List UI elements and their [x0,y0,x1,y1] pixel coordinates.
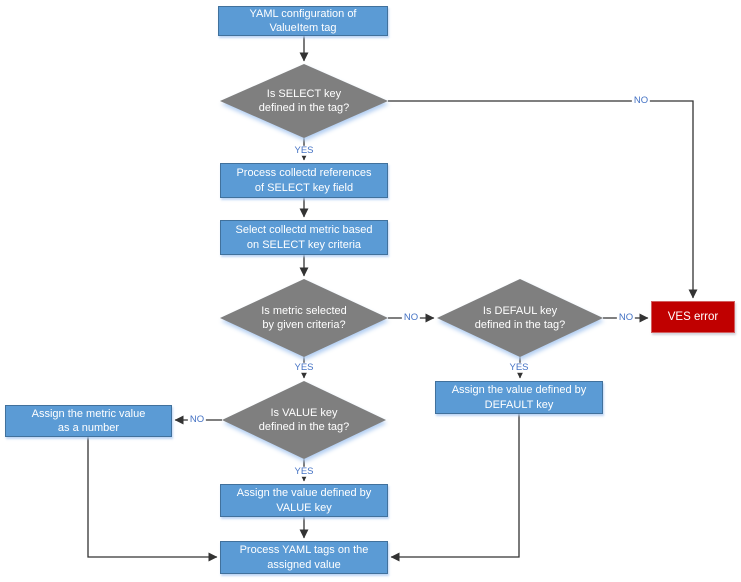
edge-label-metric-yes: YES [292,361,316,374]
edge-label-select-no: NO [631,94,651,107]
node-select-collectd-metric: Select collectd metric based on SELECT k… [220,220,388,255]
edge-metricnumber-to-yaml [87,437,218,562]
edge-label-value-no: NO [187,413,207,426]
node-is-default-key: Is DEFAUL key defined in the tag? [437,279,603,357]
edge-select-no-to-ves [388,100,698,299]
edge-label-value-yes: YES [292,465,316,478]
edge-default-to-yaml [390,414,520,562]
edge-label-default-yes: YES [507,361,531,374]
node-yaml-configuration: YAML configuration of ValueItem tag [218,6,388,36]
node-assign-default-key: Assign the value defined by DEFAULT key [435,381,603,414]
node-is-select-key: Is SELECT key defined in the tag? [220,64,388,138]
decision-shape: Is metric selected by given criteria? [220,279,388,357]
edge-label-default-no: NO [616,311,636,324]
node-is-metric-selected: Is metric selected by given criteria? [220,279,388,357]
edge-label-select-yes: YES [292,144,316,157]
node-is-value-key: Is VALUE key defined in the tag? [222,381,386,459]
decision-shape: Is VALUE key defined in the tag? [222,381,386,459]
node-assign-value-key: Assign the value defined by VALUE key [220,484,388,517]
decision-shape: Is DEFAUL key defined in the tag? [437,279,603,357]
node-process-yaml-tags: Process YAML tags on the assigned value [220,541,388,574]
decision-shape: Is SELECT key defined in the tag? [220,64,388,138]
node-ves-error: VES error [651,301,735,333]
node-assign-metric-number: Assign the metric value as a number [5,405,172,437]
node-process-collectd-references: Process collectd references of SELECT ke… [220,163,388,198]
edge-label-metric-no: NO [401,311,421,324]
